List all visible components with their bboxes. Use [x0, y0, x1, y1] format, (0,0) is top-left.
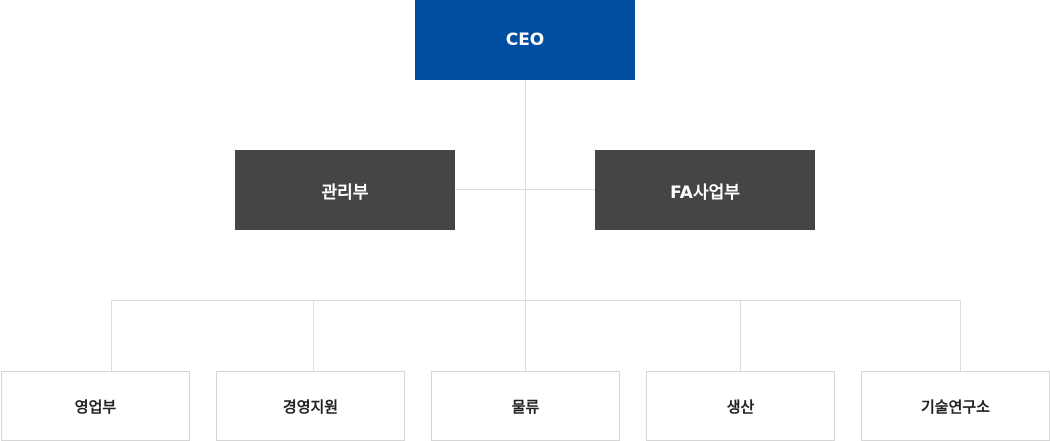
division-box-fa-business: FA사업부	[595, 150, 815, 230]
connector-team-2	[313, 300, 314, 371]
team-box-management-support: 경영지원	[216, 371, 405, 441]
team-box-research-lab: 기술연구소	[861, 371, 1050, 441]
team-label: 영업부	[74, 397, 117, 416]
division-label: FA사업부	[670, 182, 740, 203]
team-box-sales: 영업부	[1, 371, 190, 441]
ceo-label: CEO	[505, 30, 545, 50]
connector-divisions	[455, 189, 595, 190]
connector-team-1	[111, 300, 112, 371]
ceo-box: CEO	[415, 0, 635, 80]
connector-team-3	[525, 300, 526, 371]
team-box-logistics: 물류	[431, 371, 620, 441]
connector-teams-horizontal	[111, 300, 961, 301]
team-label: 물류	[511, 397, 540, 416]
team-label: 기술연구소	[920, 397, 990, 416]
connector-trunk	[525, 80, 526, 300]
team-label: 경영지원	[282, 397, 339, 416]
connector-team-5	[960, 300, 961, 371]
connector-team-4	[740, 300, 741, 371]
team-label: 생산	[726, 397, 755, 416]
team-box-production: 생산	[646, 371, 835, 441]
division-label: 관리부	[321, 182, 369, 203]
division-box-management: 관리부	[235, 150, 455, 230]
